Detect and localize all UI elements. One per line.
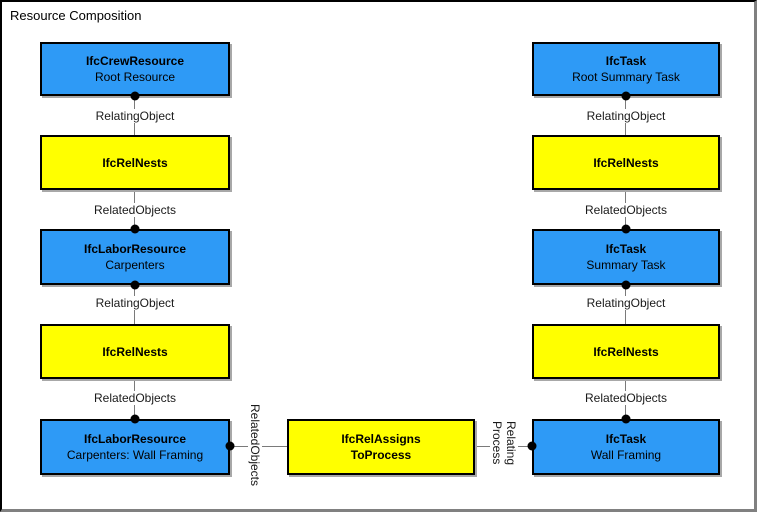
node-subtitle: Root Summary Task bbox=[572, 70, 680, 84]
edge-label-relatingprocess-vertical: Relating Process bbox=[490, 417, 518, 469]
node-title: IfcRelNests bbox=[102, 344, 168, 359]
node-title: IfcRelAssigns bbox=[341, 432, 421, 446]
node-ifclaborresource-carpenters: IfcLaborResource Carpenters bbox=[40, 229, 230, 285]
node-ifcrelnests-left-1: IfcRelNests bbox=[40, 135, 230, 190]
node-ifcrelassignstoprocess: IfcRelAssigns ToProcess bbox=[287, 419, 475, 475]
node-title: IfcCrewResource bbox=[85, 54, 185, 68]
node-subtitle: Carpenters bbox=[105, 258, 165, 272]
diagram-title: Resource Composition bbox=[10, 8, 142, 23]
connector-dot bbox=[527, 441, 537, 451]
node-ifcrelnests-right-1: IfcRelNests bbox=[532, 135, 720, 190]
node-ifclaborresource-wall-framing: IfcLaborResource Carpenters: Wall Framin… bbox=[40, 419, 230, 475]
edge-label-relatedobjects: RelatedObjects bbox=[90, 203, 180, 217]
edge-label-relatedobjects: RelatedObjects bbox=[581, 203, 671, 217]
node-ifcrelnests-right-2: IfcRelNests bbox=[532, 324, 720, 379]
connector-dot bbox=[130, 224, 140, 234]
edge-label-relatedobjects: RelatedObjects bbox=[581, 391, 671, 405]
edge-label-relatedobjects-vertical: RelatedObjects bbox=[248, 400, 262, 490]
edge-label-relatingobject: RelatingObject bbox=[583, 109, 669, 123]
connector-dot bbox=[225, 441, 235, 451]
connector-dot bbox=[130, 414, 140, 424]
connector-dot bbox=[621, 224, 631, 234]
edge-label-line: Relating bbox=[504, 420, 518, 466]
node-ifctask-summary: IfcTask Summary Task bbox=[532, 229, 720, 285]
node-title: IfcLaborResource bbox=[83, 242, 187, 256]
node-title: IfcLaborResource bbox=[83, 432, 187, 446]
node-subtitle: Carpenters: Wall Framing bbox=[66, 448, 204, 462]
edge-label-relatedobjects: RelatedObjects bbox=[90, 391, 180, 405]
node-ifctask-wall-framing: IfcTask Wall Framing bbox=[532, 419, 720, 475]
node-title: IfcRelNests bbox=[593, 344, 659, 359]
edge-label-line: Process bbox=[490, 420, 504, 465]
node-title: IfcRelNests bbox=[102, 155, 168, 170]
node-title: IfcRelNests bbox=[593, 155, 659, 170]
node-ifccrewresource: IfcCrewResource Root Resource bbox=[40, 42, 230, 96]
node-ifcrelnests-left-2: IfcRelNests bbox=[40, 324, 230, 379]
node-title: IfcTask bbox=[605, 242, 647, 256]
node-title: IfcTask bbox=[605, 432, 647, 446]
node-ifctask-root-summary: IfcTask Root Summary Task bbox=[532, 42, 720, 96]
connector-dot bbox=[130, 280, 140, 290]
edge-label-relatingobject: RelatingObject bbox=[583, 296, 669, 310]
node-subtitle: Root Resource bbox=[94, 70, 176, 84]
edge-label-relatingobject: RelatingObject bbox=[92, 296, 178, 310]
connector-dot bbox=[621, 91, 631, 101]
edge-label-relatingobject: RelatingObject bbox=[92, 109, 178, 123]
connector-dot bbox=[130, 91, 140, 101]
connector-dot bbox=[621, 414, 631, 424]
connector-dot bbox=[621, 280, 631, 290]
node-subtitle: Summary Task bbox=[586, 258, 666, 272]
node-subtitle: Wall Framing bbox=[590, 448, 662, 462]
node-subtitle: ToProcess bbox=[350, 448, 412, 462]
node-title: IfcTask bbox=[605, 54, 647, 68]
